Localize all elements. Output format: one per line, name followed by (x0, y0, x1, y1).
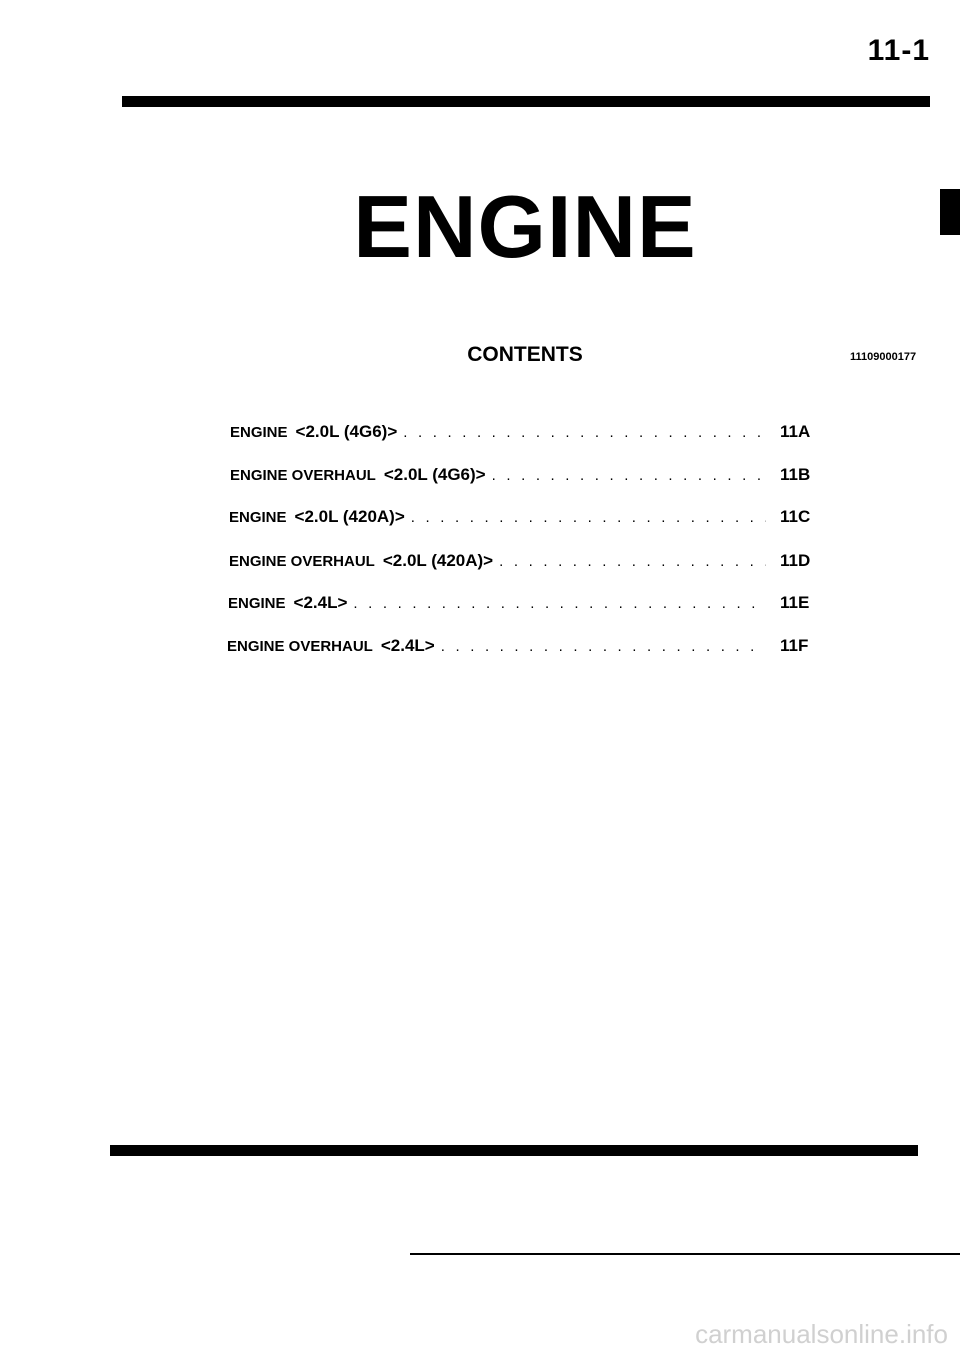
toc-leader-dots: . . . . . . . . . . . . . . . . . . . . … (491, 467, 766, 484)
toc-entry-title: ENGINE OVERHAUL (227, 638, 373, 655)
footer-rule (410, 1253, 960, 1255)
toc-entry-section: 11A (780, 422, 811, 441)
toc-leader-dots: . . . . . . . . . . . . . . . . . . . . … (353, 595, 766, 612)
toc-entry-11a[interactable]: ENGINE <2.0L (4G6)> . . . . . . . . . . … (230, 422, 820, 442)
toc-entry-11b[interactable]: ENGINE OVERHAUL <2.0L (4G6)> . . . . . .… (230, 465, 820, 485)
toc-entry-11d[interactable]: ENGINE OVERHAUL <2.0L (420A)> . . . . . … (229, 551, 820, 571)
toc-entry-title: ENGINE (228, 595, 286, 612)
section-tab-marker (940, 189, 960, 235)
page-title: ENGINE (353, 177, 697, 276)
toc-entry-spec: <2.0L (4G6)> (295, 422, 398, 441)
toc-leader-dots: . . . . . . . . . . . . . . . . . . . . … (499, 553, 766, 570)
contents-heading: CONTENTS (467, 343, 583, 366)
toc-entry-spec: <2.0L (4G6)> (383, 465, 486, 484)
toc-leader-dots: . . . . . . . . . . . . . . . . . . . . … (403, 424, 766, 441)
toc-entry-11c[interactable]: ENGINE <2.0L (420A)> . . . . . . . . . .… (229, 507, 820, 527)
toc-entry-section: 11D (780, 551, 811, 570)
watermark: carmanualsonline.info (695, 1319, 948, 1349)
toc-entry-title: ENGINE OVERHAUL (229, 553, 375, 570)
toc-entry-section: 11F (780, 636, 809, 655)
toc-entry-section: 11B (780, 465, 811, 484)
document-code: 11109000177 (850, 351, 917, 363)
page-number: 11-1 (867, 34, 930, 67)
bottom-rule (110, 1145, 918, 1156)
toc-entry-title: ENGINE (230, 424, 288, 441)
toc-entry-spec: <2.4L> (380, 636, 435, 655)
toc-leader-dots: . . . . . . . . . . . . . . . . . . . . … (440, 638, 766, 655)
toc-entry-title: ENGINE (229, 509, 287, 526)
toc-entry-11e[interactable]: ENGINE <2.4L> . . . . . . . . . . . . . … (228, 593, 820, 613)
toc-entry-section: 11C (780, 507, 811, 526)
toc-entry-title: ENGINE OVERHAUL (230, 467, 376, 484)
toc-entry-section: 11E (780, 593, 810, 612)
toc-entry-spec: <2.4L> (293, 593, 348, 612)
top-rule (122, 96, 930, 107)
toc-entry-11f[interactable]: ENGINE OVERHAUL <2.4L> . . . . . . . . .… (227, 636, 820, 656)
toc-entry-spec: <2.0L (420A)> (294, 507, 405, 526)
toc-leader-dots: . . . . . . . . . . . . . . . . . . . . … (410, 509, 766, 526)
toc-entry-spec: <2.0L (420A)> (382, 551, 494, 570)
